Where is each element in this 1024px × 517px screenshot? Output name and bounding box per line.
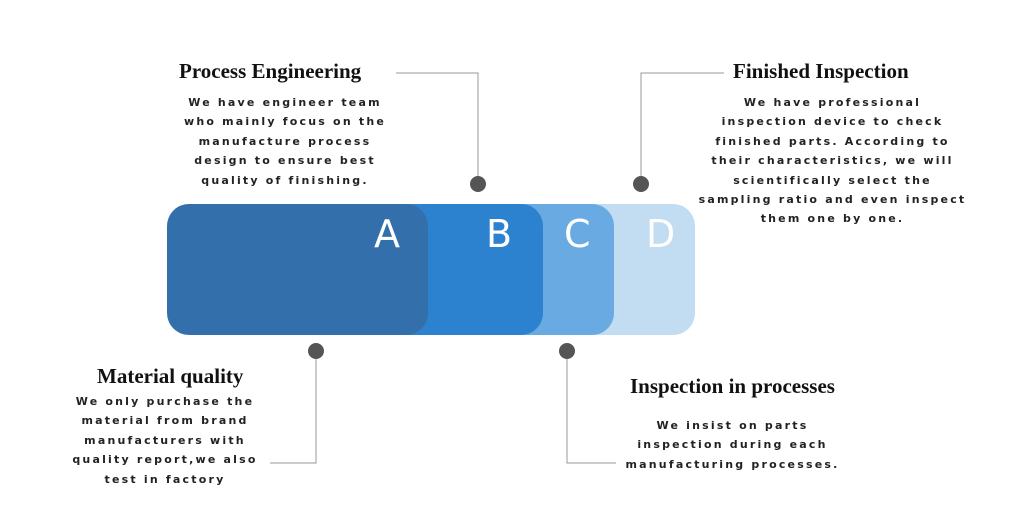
dot-process-engineering: [470, 176, 486, 192]
desc-line: We have professional: [743, 96, 922, 109]
connector-process-engineering: [396, 72, 479, 184]
desc-line: material from brand: [81, 414, 249, 428]
desc-line: finished parts. According to: [715, 134, 950, 148]
inspection-in-processes-title: Inspection in processes: [630, 374, 835, 398]
desc-line: manufacturing processes.: [625, 457, 840, 471]
desc-line: quality report,we also: [72, 453, 258, 467]
desc-line: test in factory: [104, 472, 226, 486]
finished-inspection-title: Finished Inspection: [733, 59, 909, 83]
desc-line: them one by one.: [760, 212, 905, 226]
connector-inspection-in-processes: [566, 351, 616, 464]
process-engineering-title: Process Engineering: [179, 59, 362, 83]
material-quality-desc: We only purchase the material from brand…: [50, 392, 280, 489]
process-engineering-desc: We have engineer team who mainly focus o…: [160, 93, 410, 190]
desc-line: manufacture process: [198, 134, 372, 148]
material-quality-title: Material quality: [97, 364, 244, 388]
desc-line: quality of finishing.: [201, 173, 369, 187]
desc-line: We only purchase the: [75, 395, 255, 408]
inspection-in-processes-desc: We insist on parts inspection during eac…: [605, 416, 860, 474]
desc-line: manufacturers with: [84, 433, 246, 447]
connector-material-quality: [270, 351, 317, 464]
dot-inspection-in-processes: [559, 343, 575, 359]
segment-a-letter: A: [374, 212, 400, 256]
desc-line: inspection during each: [637, 438, 828, 452]
desc-line: design to ensure best: [194, 154, 376, 168]
dot-finished-inspection: [633, 176, 649, 192]
desc-line: who mainly focus on the: [183, 115, 387, 129]
desc-line: sampling ratio and even inspect: [698, 193, 967, 207]
desc-line: We insist on parts: [656, 419, 809, 432]
desc-line: scientifically select the: [733, 173, 932, 187]
segment-a: A: [167, 204, 428, 335]
dot-material-quality: [308, 343, 324, 359]
desc-line: their characteristics, we will: [711, 154, 954, 168]
connector-finished-inspection: [640, 72, 724, 184]
segment-c-letter: C: [564, 212, 591, 256]
segment-b-letter: B: [486, 212, 513, 256]
finished-inspection-desc: We have professional inspection device t…: [685, 93, 980, 229]
desc-line: inspection device to check: [721, 115, 944, 129]
segment-d-letter: D: [646, 212, 676, 256]
desc-line: We have engineer team: [188, 96, 382, 109]
